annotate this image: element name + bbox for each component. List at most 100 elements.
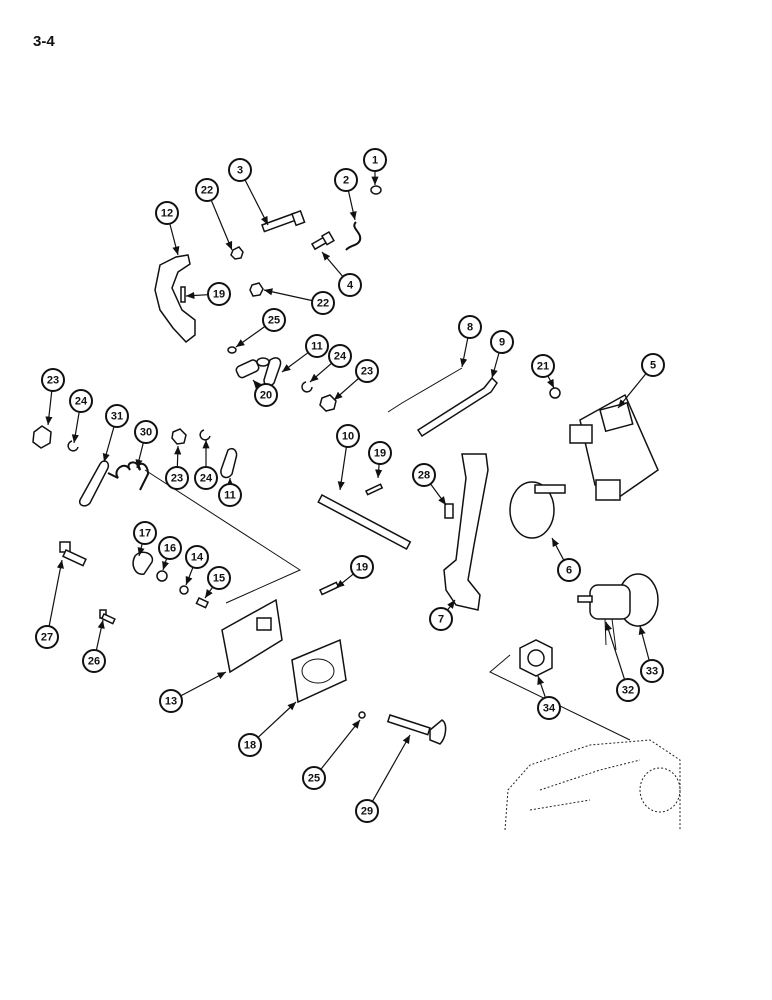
callout-number: 24 (200, 473, 213, 485)
leader-arrow (135, 442, 144, 469)
leader-arrow (162, 558, 169, 571)
parts (32, 185, 681, 831)
callout-19: 19 (350, 555, 374, 579)
callout-30: 30 (134, 420, 158, 444)
callout-number: 22 (317, 298, 329, 310)
callout-number: 2 (343, 175, 349, 187)
pin-part (180, 286, 186, 303)
shaft-lever-part (386, 714, 447, 745)
callout-number: 4 (347, 280, 354, 292)
leader-arrow (460, 337, 469, 368)
cap-part (132, 551, 154, 575)
leader-arrow (180, 671, 227, 697)
oring-part (358, 711, 366, 719)
leader-arrow (547, 375, 555, 389)
clip-part (67, 440, 79, 452)
reference-line (489, 654, 631, 741)
callout-number: 23 (361, 366, 373, 378)
callout-17: 17 (133, 521, 157, 545)
leader-arrow (45, 390, 53, 426)
callout-3: 3 (228, 158, 252, 182)
diaphragm-part (509, 481, 566, 539)
torsion-spring-part (107, 461, 150, 491)
leader-arrow (235, 325, 266, 348)
leader-arrow (337, 446, 347, 491)
leader-arrow (537, 675, 546, 698)
callout-number: 1 (372, 155, 378, 167)
nut-part (230, 246, 244, 260)
callout-12: 12 (155, 201, 179, 225)
nut-part (171, 428, 187, 445)
callout-20: 20 (254, 383, 278, 407)
cover-plate-part (221, 598, 283, 674)
callout-number: 26 (88, 656, 100, 668)
callout-number: 5 (650, 360, 656, 372)
callout-15: 15 (207, 566, 231, 590)
callout-13: 13 (159, 689, 183, 713)
wire-clip-part (345, 221, 362, 251)
locknut-part (519, 639, 553, 677)
leader-arrow (447, 599, 456, 611)
callout-23: 23 (41, 368, 65, 392)
leader-arrow (551, 537, 565, 561)
callout-number: 14 (191, 552, 204, 564)
leader-arrow (321, 251, 344, 278)
leader-arrow (137, 543, 145, 557)
bolt-part (59, 541, 87, 567)
leader-arrow (605, 621, 626, 680)
plug-part (195, 597, 210, 609)
callout-number: 12 (161, 208, 173, 220)
seal-part (156, 570, 168, 582)
leader-arrow (244, 179, 269, 226)
leader-arrow (257, 701, 297, 738)
leader-arrow (490, 352, 500, 379)
lever-part (154, 254, 196, 344)
callout-number: 34 (543, 703, 556, 715)
reference-line (144, 469, 302, 604)
nut-part (249, 282, 264, 297)
plug-part (370, 185, 382, 195)
callout-26: 26 (82, 649, 106, 673)
callout-number: 25 (308, 773, 320, 785)
link-part (78, 460, 110, 507)
page-number: 3-4 (33, 33, 55, 50)
leader-arrow (71, 411, 80, 444)
washer-part (179, 585, 189, 595)
leader-arrow (347, 190, 357, 221)
callout-number: 23 (47, 375, 59, 387)
callout-number: 21 (537, 361, 549, 373)
callout-22: 22 (195, 178, 219, 202)
leader-arrow (320, 719, 361, 770)
screw-part (99, 609, 116, 625)
shaft-part (317, 493, 412, 551)
leader-arrow (48, 559, 64, 627)
callout-number: 11 (311, 341, 323, 353)
pin-part (365, 483, 384, 496)
callout-number: 20 (260, 390, 272, 402)
leader-arrow (617, 373, 647, 409)
leader-arrow (185, 567, 194, 586)
callout-2: 2 (334, 168, 358, 192)
callout-number: 33 (646, 666, 658, 678)
callout-16: 16 (158, 536, 182, 560)
bolt-part (310, 230, 335, 251)
nut-part (319, 394, 337, 412)
callout-number: 31 (111, 411, 123, 423)
callout-24: 24 (194, 466, 218, 490)
switch-assembly-part (549, 387, 659, 501)
solenoid-part (577, 573, 659, 651)
callout-22: 22 (311, 291, 335, 315)
callout-number: 8 (467, 322, 473, 334)
leader-arrow (252, 379, 262, 389)
callout-number: 28 (418, 470, 430, 482)
callout-24: 24 (69, 389, 93, 413)
callout-number: 25 (268, 315, 280, 327)
callout-number: 19 (356, 562, 368, 574)
oring-part (227, 346, 237, 354)
callout-9: 9 (490, 330, 514, 354)
callout-14: 14 (185, 545, 209, 569)
leader-arrow (174, 445, 182, 468)
gasket-part (291, 638, 347, 704)
